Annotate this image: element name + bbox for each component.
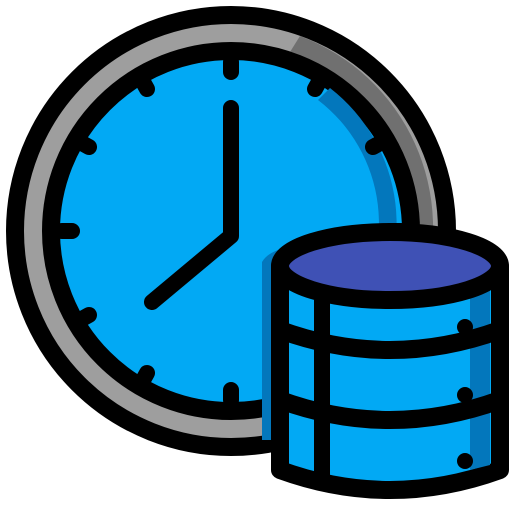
clock-hands [144,100,239,310]
clock-hand-icon [144,100,239,310]
database-indicator-1 [457,319,473,335]
tick-1 [307,72,328,97]
tick-7 [134,365,155,390]
database-indicator-3 [457,453,473,469]
tick-2 [365,134,390,155]
database-tier-line-2 [276,391,504,429]
database-tier-line-1 [276,321,504,359]
tick-11 [134,72,155,97]
database-side-shadow [470,275,490,470]
database-top [271,223,509,309]
tick-8 [72,307,97,328]
database-body [271,257,509,499]
database-indicator-2 [457,387,473,403]
database-icon [262,223,509,499]
tick-10 [72,134,97,155]
